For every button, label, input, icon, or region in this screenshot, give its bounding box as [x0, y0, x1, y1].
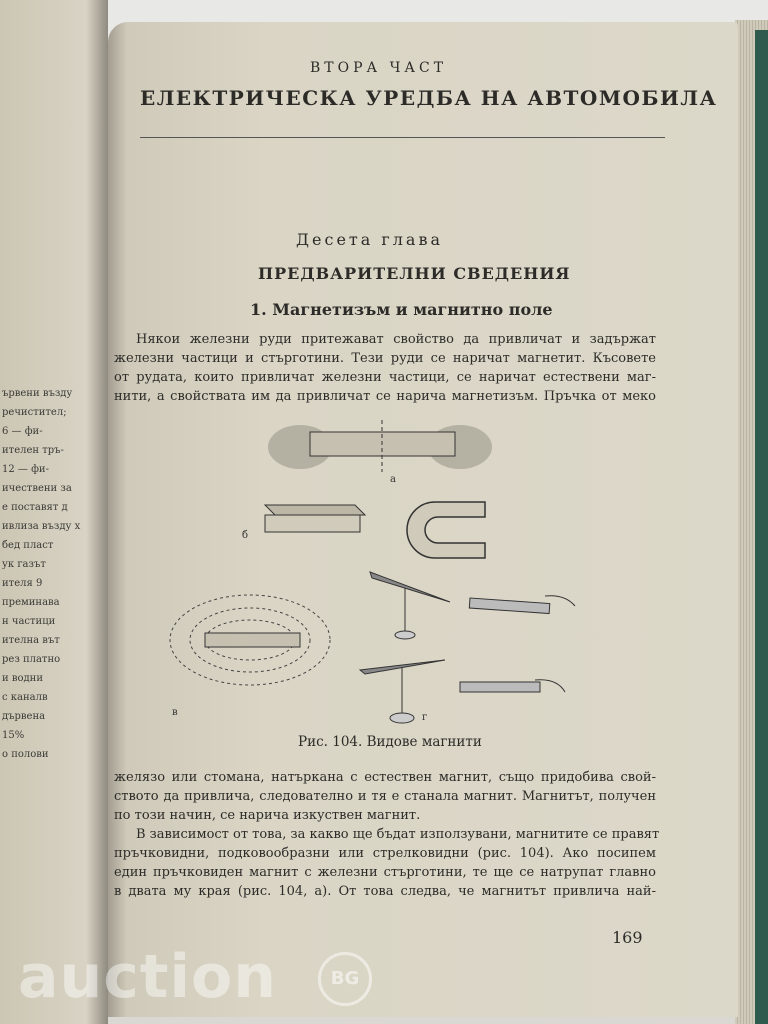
chapter-title: ПРЕДВАРИТЕЛНИ СВЕДЕНИЯ	[258, 264, 571, 283]
label-b: б	[242, 530, 248, 541]
bar-magnet	[263, 504, 367, 533]
left-page-text-fragment: с каналв	[2, 692, 48, 703]
text-line: В зависимост от това, за какво ще бъдат …	[136, 827, 660, 842]
left-page-text-fragment: бед пласт	[2, 540, 54, 551]
text-line: по този начин, се нарича изкуствен магни…	[114, 808, 421, 823]
left-page-text-fragment: ивлиза възду х	[2, 521, 81, 532]
paragraph-1: Някои железни руди притежават свойство д…	[114, 330, 656, 406]
watermark-badge: BG	[318, 952, 372, 1006]
left-page: ървени възду речистител; 6 — фи-ителен тръ…	[0, 0, 108, 1024]
divider	[140, 137, 665, 138]
left-page-text-fragment: ичествени за	[2, 483, 72, 494]
figure-magnets: а б в г	[169, 420, 576, 724]
left-page-text-fragment: дървена	[2, 711, 46, 722]
left-page-text-fragment: речистител;	[2, 407, 67, 418]
part-title: ЕЛЕКТРИЧЕСКА УРЕДБА НА АВТОМОБИЛА	[140, 86, 718, 110]
paragraph-3: В зависимост от това, за какво ще бъдат …	[114, 825, 660, 901]
part-label: ВТОРА ЧАСТ	[310, 60, 448, 76]
text-line: нити, а свойствата им да привличат се на…	[114, 389, 656, 404]
left-page-text-fragment: 12 — фи-	[2, 464, 49, 475]
left-page-text-fragment: н частици	[2, 616, 56, 627]
bar-magnet-filings	[268, 420, 492, 472]
left-page-text-fragment: е поставят д	[2, 502, 68, 513]
left-page-text-fragment: ителя 9	[2, 578, 43, 589]
book-cover	[755, 30, 768, 1024]
left-page-text-fragment: 15%	[2, 730, 25, 741]
section-title: 1. Магнетизъм и магнитно поле	[250, 300, 553, 319]
left-page-text-fragment: ителен тръ-	[2, 445, 64, 456]
text-line: от рудата, които привличат железни части…	[114, 370, 656, 385]
left-page-text-fragment: 6 — фи-	[2, 426, 43, 437]
chapter-label: Десета глава	[296, 230, 444, 249]
left-page-text-fragment: ителна вът	[2, 635, 60, 646]
left-page-text-fragment: и водни	[2, 673, 43, 684]
left-page-text-fragment: преминава	[2, 597, 60, 608]
text-line: Някои железни руди притежават свойство д…	[136, 332, 656, 347]
label-g: г	[422, 712, 427, 723]
left-page-text-fragment: рез платно	[2, 654, 61, 665]
page-number: 169	[612, 928, 643, 947]
text-line: ството да привлича, следователно и тя е …	[114, 789, 656, 804]
text-line: пръчковидни, подковообразни или стрелков…	[114, 846, 656, 861]
bar-magnet-field	[204, 632, 301, 648]
text-line: желязо или стомана, натъркана с естестве…	[114, 770, 656, 785]
label-a: а	[390, 474, 396, 485]
figure-caption: Рис. 104. Видове магнити	[298, 734, 482, 750]
horseshoe-magnet	[406, 501, 486, 559]
text-line: в двата му края (рис. 104, а). От това с…	[114, 884, 656, 899]
compass-needle-bottom	[358, 659, 566, 724]
compass-needle-top	[369, 571, 576, 640]
left-page-text-fragment: ървени възду	[2, 388, 73, 399]
text-line: един пръчковиден магнит с железни стърго…	[114, 865, 656, 880]
left-page-text-fragment: о полови	[2, 749, 49, 760]
paragraph-2: желязо или стомана, натъркана с естестве…	[114, 768, 656, 825]
watermark: auction	[18, 942, 277, 1012]
label-v: в	[172, 707, 178, 718]
left-page-text-fragment: ук газът	[2, 559, 46, 570]
text-line: железни частици и стърготини. Тези руди …	[114, 351, 656, 366]
